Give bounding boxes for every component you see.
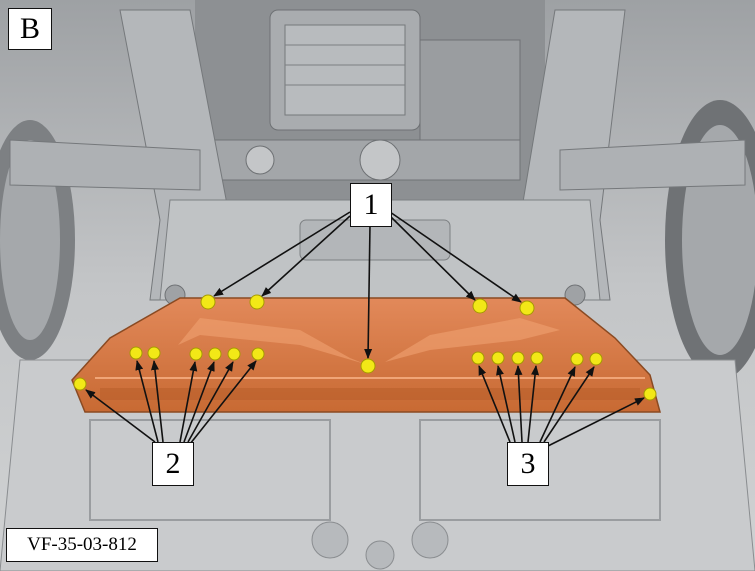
fastener-dot — [249, 294, 265, 310]
fastener-dot — [251, 347, 265, 361]
callout-label-3: 3 — [507, 442, 549, 486]
fastener-dot — [471, 351, 485, 365]
fastener-dot — [208, 347, 222, 361]
engine-illustration — [195, 0, 545, 220]
fastener-dot — [129, 346, 143, 360]
fastener-dot — [189, 347, 203, 361]
figure-reference-label: VF-35-03-812 — [6, 528, 158, 562]
leader-lines-3 — [478, 365, 645, 447]
fastener-group-3 — [471, 351, 657, 401]
fastener-group-2 — [73, 346, 265, 391]
fastener-dot — [589, 352, 603, 366]
fastener-dot — [570, 352, 584, 366]
fastener-dot — [511, 351, 525, 365]
fastener-dot — [472, 298, 488, 314]
fastener-dot — [227, 347, 241, 361]
leader-lines-1 — [213, 211, 522, 359]
highlighted-crossmember — [71, 297, 661, 413]
leader-lines-2 — [85, 360, 257, 445]
panel-letter-label: B — [8, 8, 52, 50]
subframe-illustration — [9, 9, 746, 306]
fastener-dot — [643, 387, 657, 401]
fastener-dot — [530, 351, 544, 365]
fastener-dot — [73, 377, 87, 391]
fastener-dot — [147, 346, 161, 360]
callout-label-2: 2 — [152, 442, 194, 486]
fastener-dot — [200, 294, 216, 310]
fastener-group-1 — [200, 294, 535, 374]
fastener-dot — [360, 358, 376, 374]
callout-label-1: 1 — [350, 183, 392, 227]
fastener-dot — [519, 300, 535, 316]
fastener-dot — [491, 351, 505, 365]
